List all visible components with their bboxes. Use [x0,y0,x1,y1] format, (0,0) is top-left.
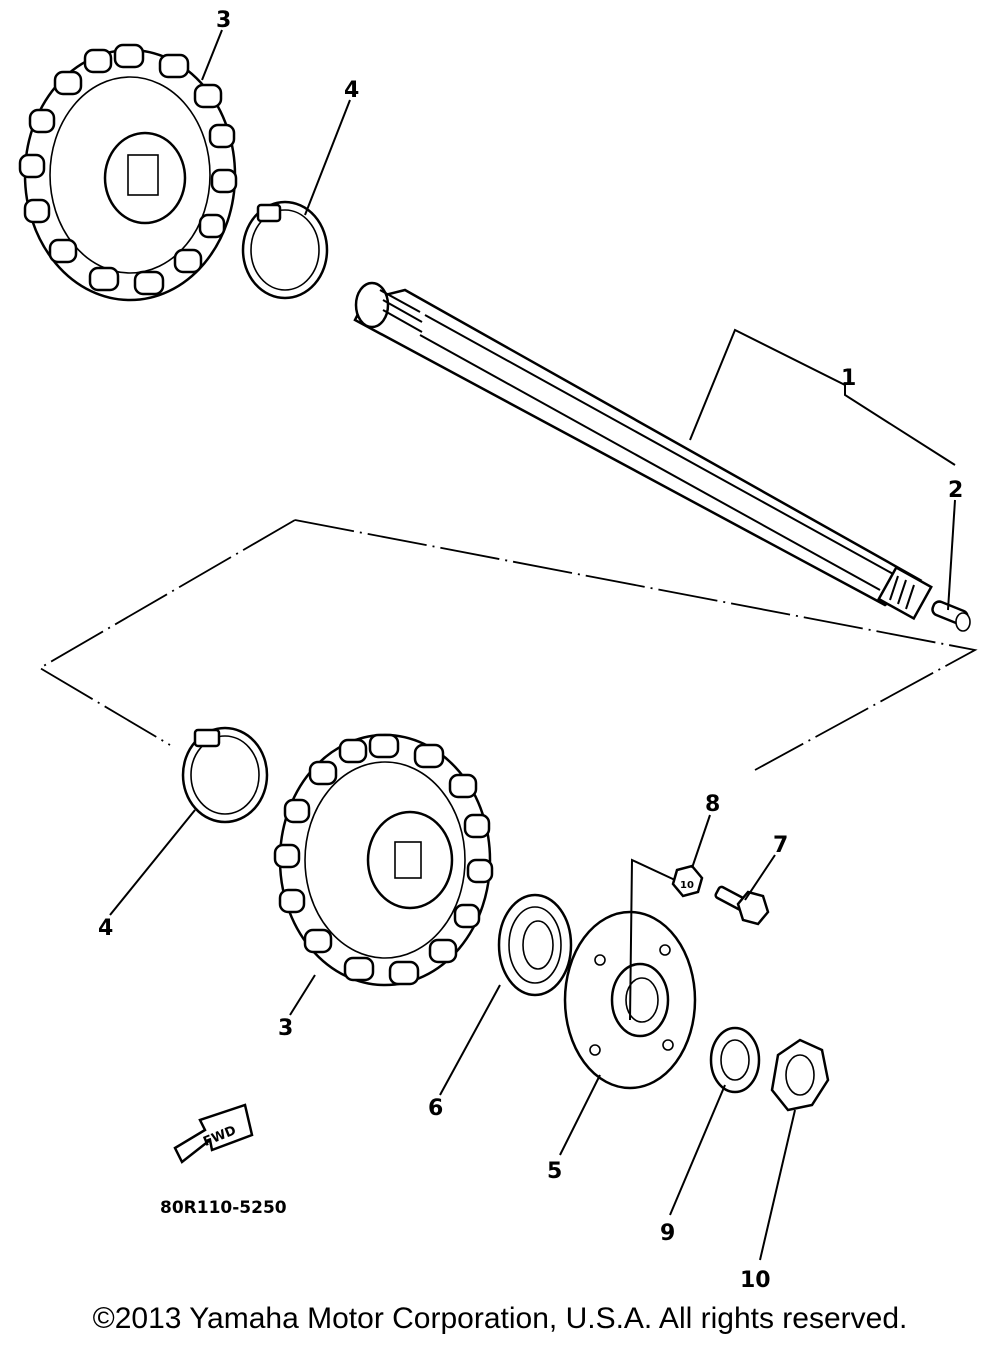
leader-lines [109,29,956,1261]
hex-bolt [714,885,770,926]
axle-end-pin [931,600,971,632]
assembly-outline [38,519,978,771]
callout-bolt: 7 [773,833,788,858]
callout-numbers: 3 4 1 2 4 3 6 5 7 8 9 10 [98,8,963,1293]
callout-clamp-lower: 4 [98,916,113,941]
lower-drive-sprocket [273,733,494,987]
diagram-part-code: 80R110-5250 [160,1198,287,1218]
lower-hose-clamp [181,726,269,824]
callout-nut-small: 8 [705,792,720,817]
callout-housing: 5 [547,1159,562,1184]
callout-nut-large: 10 [740,1268,771,1293]
callout-bearing: 6 [428,1096,443,1121]
callout-shaft: 1 [841,366,856,391]
flat-washer [709,1026,761,1094]
callout-clamp-upper: 4 [344,78,359,103]
callout-pin: 2 [948,478,963,503]
callout-sprocket-upper: 3 [216,8,231,33]
upper-hose-clamp [241,200,329,300]
drive-axle-shaft [353,281,933,621]
exploded-parts-diagram: 10 3 4 1 2 4 3 6 5 [18,8,978,1293]
ball-bearing [497,893,573,997]
callout-washer: 9 [660,1221,675,1246]
forward-direction-arrow-icon: FWD [173,1103,254,1164]
upper-drive-sprocket [18,43,238,302]
small-lock-nut: 10 [671,864,704,898]
large-axle-nut [770,1038,830,1112]
copyright-notice: ©2013 Yamaha Motor Corporation, U.S.A. A… [92,1302,908,1335]
svg-text:10: 10 [680,880,694,891]
callout-sprocket-lower: 3 [278,1016,293,1041]
